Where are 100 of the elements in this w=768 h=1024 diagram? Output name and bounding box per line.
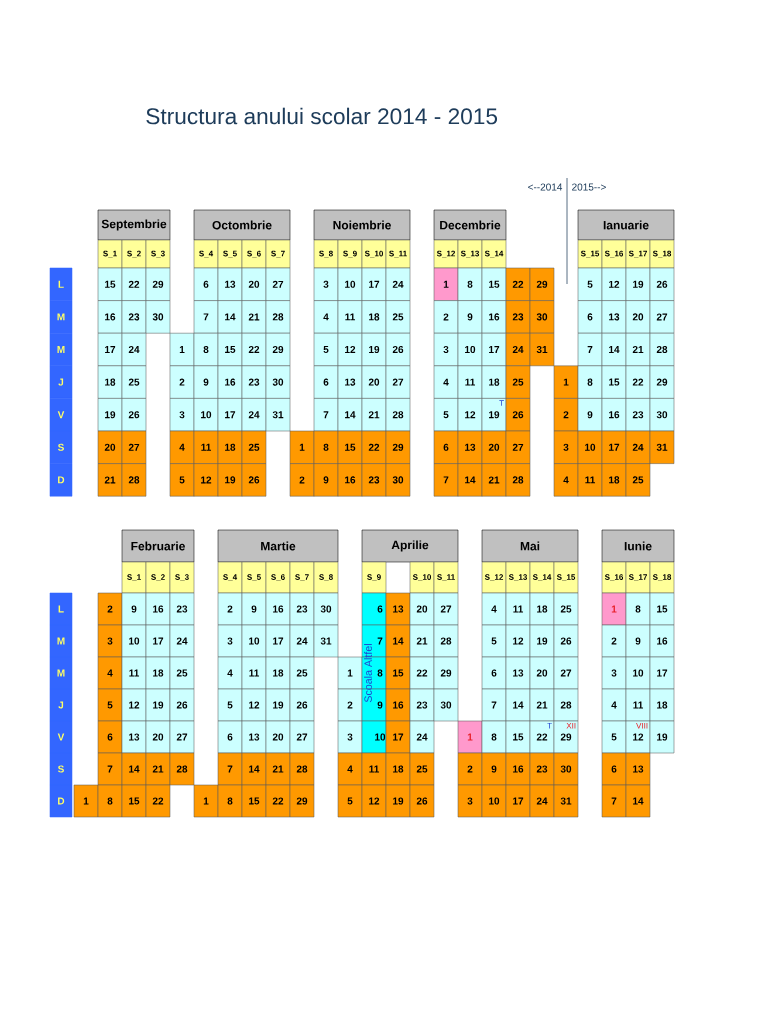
- day-cell: 5: [433, 398, 459, 432]
- week-cell: S_18: [649, 561, 675, 594]
- week-cell: S_11: [433, 561, 459, 594]
- day-cell: 5: [313, 332, 339, 367]
- day-cell: 20: [529, 656, 555, 690]
- day-cell: 18: [385, 752, 411, 786]
- day-cell: 18: [529, 592, 555, 626]
- day-cell: 19: [217, 463, 243, 497]
- day-cell: 11: [457, 365, 483, 399]
- day-cell: 12: [457, 398, 483, 432]
- day-cell: 25: [625, 463, 651, 497]
- day-cell: 11: [625, 688, 651, 722]
- day-cell: 21: [145, 752, 171, 786]
- weekday-cell: S: [49, 752, 73, 786]
- week-cell: S_9: [337, 239, 363, 269]
- day-cell: 22: [505, 267, 531, 301]
- month-header: Octombrie: [193, 209, 291, 241]
- day-cell: 26: [241, 463, 267, 497]
- day-cell: 23: [169, 592, 195, 626]
- day-cell: 6: [601, 752, 627, 786]
- day-cell: 1: [553, 365, 579, 399]
- day-cell: 20: [409, 592, 435, 626]
- week-cell: S_7: [289, 561, 315, 594]
- day-cell: 26: [169, 688, 195, 722]
- day-cell: 18: [145, 656, 171, 690]
- day-cell: 15: [121, 784, 147, 818]
- day-cell: 10: [193, 398, 219, 432]
- day-cell: 15: [217, 332, 243, 367]
- day-cell: 29: [265, 332, 291, 367]
- day-cell: 12: [241, 688, 267, 722]
- day-cell: 29: [529, 267, 555, 301]
- day-cell: 25: [385, 300, 411, 334]
- day-cell: 20: [265, 720, 291, 754]
- week-cell: S_7: [265, 239, 291, 269]
- day-cell: 16: [97, 300, 123, 334]
- day-cell: 18: [361, 300, 387, 334]
- day-cell: 17: [361, 267, 387, 301]
- day-cell: 17: [145, 624, 171, 658]
- week-cell: S_1: [97, 239, 123, 269]
- day-cell: 29: [145, 267, 171, 301]
- day-cell: 19: [97, 398, 123, 432]
- day-cell: 18: [481, 365, 507, 399]
- day-cell: 29: [289, 784, 315, 818]
- day-cell: 3: [337, 720, 363, 754]
- day-cell: 14: [121, 752, 147, 786]
- day-cell: 19: [529, 624, 555, 658]
- weekday-cell: M: [49, 300, 73, 334]
- day-cell: 28: [265, 300, 291, 334]
- day-cell: 15: [601, 365, 627, 399]
- day-cell: 25: [169, 656, 195, 690]
- day-cell: 5: [601, 720, 627, 754]
- day-cell: 21: [409, 624, 435, 658]
- day-cell: 25: [505, 365, 531, 399]
- day-cell: 23: [361, 463, 387, 497]
- day-cell: 9: [577, 398, 603, 432]
- day-cell: 24: [409, 720, 435, 754]
- day-cell: 13: [217, 267, 243, 301]
- day-cell: 4: [481, 592, 507, 626]
- day-cell: 14: [337, 398, 363, 432]
- day-cell: 1: [457, 720, 483, 754]
- day-cell: 10: [337, 267, 363, 301]
- day-cell: 30: [265, 365, 291, 399]
- day-cell: 30: [553, 752, 579, 786]
- day-cell: 28: [121, 463, 147, 497]
- day-cell: 26: [649, 267, 675, 301]
- day-cell: 13: [505, 656, 531, 690]
- day-cell: 17: [217, 398, 243, 432]
- day-cell: 15: [241, 784, 267, 818]
- day-cell: 5: [169, 463, 195, 497]
- day-cell: 11: [121, 656, 147, 690]
- day-cell: 15: [481, 267, 507, 301]
- day-cell: 23: [625, 398, 651, 432]
- week-cell: S_5: [217, 239, 243, 269]
- week-cell: S_6: [265, 561, 291, 594]
- day-cell: 18: [601, 463, 627, 497]
- day-cell: 12: [337, 332, 363, 367]
- day-cell: 25: [289, 656, 315, 690]
- day-cell: 10: [481, 784, 507, 818]
- day-cell: 2: [289, 463, 315, 497]
- day-cell: 15: [97, 267, 123, 301]
- day-cell: 27: [265, 267, 291, 301]
- day-cell: 2: [217, 592, 243, 626]
- day-cell: 26: [505, 398, 531, 432]
- annotation-mark: XII: [566, 722, 576, 729]
- day-cell: 10: [121, 624, 147, 658]
- day-cell: 18: [265, 656, 291, 690]
- day-cell: 4: [217, 656, 243, 690]
- day-cell: 9: [121, 592, 147, 626]
- day-cell: 5: [577, 267, 603, 301]
- day-cell: 7: [97, 752, 123, 786]
- weekday-cell: L: [49, 592, 73, 626]
- day-cell: 25: [121, 365, 147, 399]
- day-cell: 28: [553, 688, 579, 722]
- day-cell: 24: [505, 332, 531, 367]
- day-cell: 7: [601, 784, 627, 818]
- day-cell: 2: [337, 688, 363, 722]
- weekday-cell: J: [49, 688, 73, 722]
- day-cell: 19: [361, 332, 387, 367]
- day-cell: 21: [625, 332, 651, 367]
- month-header: Ianuarie: [577, 209, 675, 241]
